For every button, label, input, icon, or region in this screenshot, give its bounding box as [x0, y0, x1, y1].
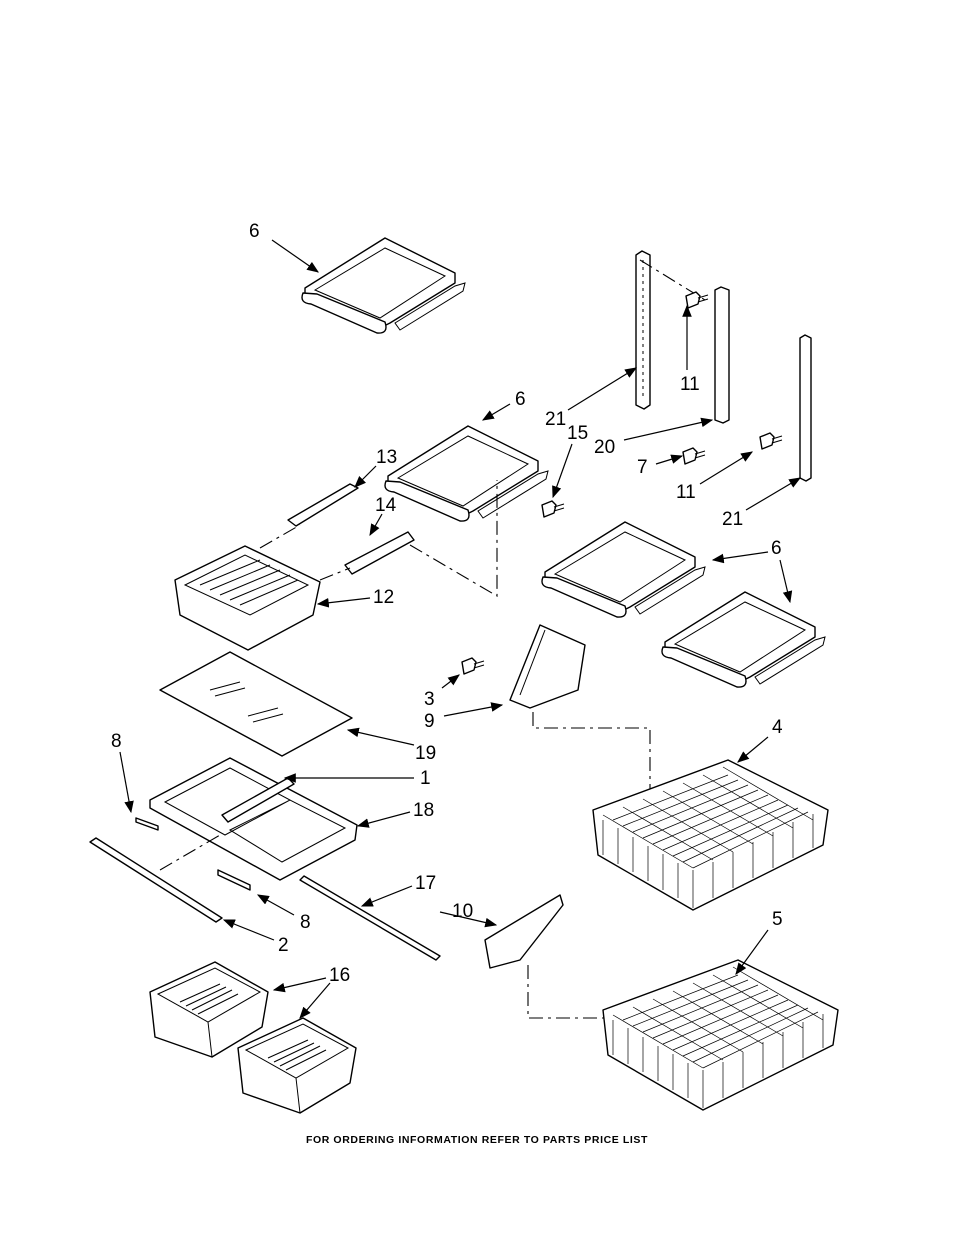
basket-4 — [592, 759, 829, 911]
footer-note: FOR ORDERING INFORMATION REFER TO PARTS … — [305, 1134, 649, 1146]
callout-3: 3 — [424, 689, 435, 710]
callout-8: 8 — [111, 731, 122, 752]
callout-11: 11 — [680, 374, 700, 395]
screw-7 — [682, 447, 706, 465]
rod-17 — [299, 875, 441, 961]
callout-19: 19 — [415, 743, 436, 764]
callout-5: 5 — [772, 909, 783, 930]
leader-lines — [119, 239, 802, 1019]
shelf-mid — [384, 425, 549, 522]
shelf-right-lower — [661, 591, 826, 688]
shelf-right-upper — [541, 521, 706, 618]
cover-1 — [221, 777, 295, 823]
rail-right — [799, 334, 812, 482]
trim-2 — [89, 837, 223, 923]
glass-shelf-19 — [159, 651, 353, 757]
callout-13: 13 — [376, 447, 397, 468]
callout-12: 12 — [373, 587, 394, 608]
callout-4: 4 — [772, 717, 783, 738]
screw-11-top — [685, 291, 709, 309]
callout-14: 14 — [375, 495, 397, 516]
slide-8-top — [135, 817, 159, 831]
callout-16: 16 — [329, 965, 350, 986]
divider-10 — [484, 894, 564, 969]
callout-1: 1 — [420, 768, 431, 789]
callout-6: 6 — [515, 389, 526, 410]
screw-3 — [461, 657, 485, 675]
callout-2: 2 — [278, 935, 289, 956]
callout-10: 10 — [452, 901, 473, 922]
callout-6: 6 — [249, 221, 260, 242]
screw-15 — [541, 500, 565, 518]
crisper-frame-18 — [149, 757, 358, 881]
callout-9: 9 — [424, 711, 435, 732]
callout-17: 17 — [415, 873, 436, 894]
callout-21: 21 — [722, 509, 743, 530]
crisper-drawer-12 — [174, 545, 321, 651]
rail-mid — [714, 286, 730, 424]
bin-16-right — [237, 1017, 357, 1114]
callout-7: 7 — [637, 457, 648, 478]
rail-left — [635, 250, 651, 410]
callout-21: 21 — [545, 409, 566, 430]
bracket-9 — [509, 624, 586, 709]
slide-14 — [344, 531, 415, 575]
screw-11-bottom — [759, 432, 783, 450]
callout-8: 8 — [300, 912, 311, 933]
slide-13 — [287, 483, 359, 527]
callout-6: 6 — [771, 538, 782, 559]
callout-18: 18 — [413, 800, 434, 821]
callout-15: 15 — [567, 423, 588, 444]
slide-8-bottom — [217, 869, 251, 891]
callout-11: 11 — [676, 482, 696, 503]
basket-5 — [602, 959, 839, 1111]
callout-20: 20 — [594, 437, 615, 458]
shelf-top — [301, 237, 466, 334]
